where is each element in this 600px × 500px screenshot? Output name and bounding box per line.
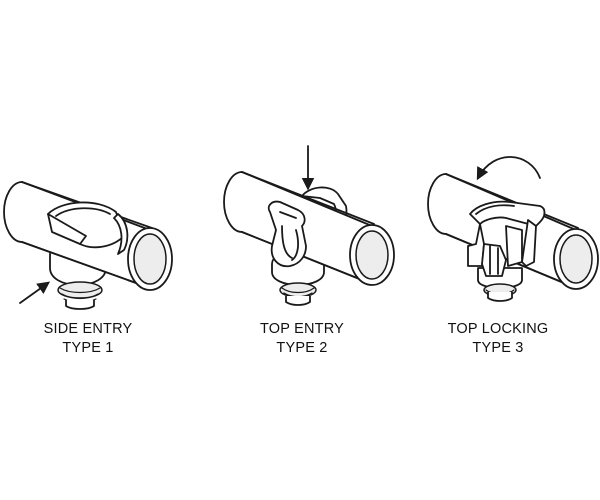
top-locking-rotation-arrow	[476, 156, 541, 181]
caption-line-1: TOP ENTRY	[260, 321, 344, 337]
side-entry-clamp-illustration	[3, 181, 173, 310]
caption-top-entry: TOP ENTRY TYPE 2	[202, 320, 402, 358]
top-locking-clamp-illustration	[427, 156, 599, 302]
side-entry-saddle	[47, 201, 129, 255]
caption-line-2: TYPE 2	[276, 340, 328, 356]
top-entry-clamp-illustration	[223, 145, 395, 306]
caption-line-2: TYPE 3	[472, 340, 524, 356]
side-entry-arrow	[19, 281, 51, 304]
caption-line-2: TYPE 1	[62, 340, 114, 356]
caption-line-1: SIDE ENTRY	[43, 321, 133, 337]
top-locking-strap	[467, 200, 546, 277]
caption-side-entry: SIDE ENTRY TYPE 1	[0, 320, 188, 358]
caption-top-locking: TOP LOCKING TYPE 3	[398, 320, 598, 358]
caption-line-1: TOP LOCKING	[447, 321, 549, 337]
top-entry-front-clip	[267, 200, 307, 268]
